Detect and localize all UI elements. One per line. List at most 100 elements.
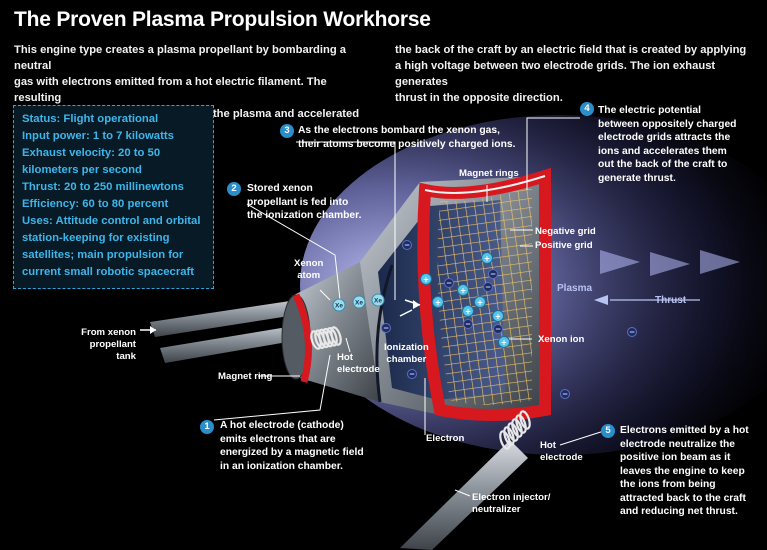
label-xenon-ion: Xenon ion [538,334,585,345]
electron: − [463,319,473,329]
electron-sign: − [490,269,495,279]
label-negative-grid: Negative grid [535,226,596,237]
note-line: between oppositely charged [598,118,737,130]
label-line: neutralizer [472,504,521,515]
ion-sign: + [495,311,500,321]
xenon-ion: + [492,310,504,322]
label-line: Hot [337,352,353,363]
spec-box: Status: Flight operational Input power: … [13,105,214,289]
electron: − [402,240,412,250]
electron-sign: − [465,319,470,329]
thrust-chevrons [594,250,740,305]
label-line: electrode [540,452,583,463]
step-note-4: The electric potential between oppositel… [598,104,736,185]
xenon-ion: + [462,305,474,317]
coil-turn [507,422,519,442]
ion-sign: + [423,274,428,284]
electron-sign: − [485,282,490,292]
thrust-arrowhead [594,295,608,305]
page-title: The Proven Plasma Propulsion Workhorse [14,8,431,31]
coil-turn [515,414,527,434]
electron: − [444,278,454,288]
step-note-1: A hot electrode (cathode) emits electron… [220,419,364,473]
note-line: A hot electrode (cathode) [220,420,344,431]
coil-turn [330,326,342,346]
ion-sign: + [435,297,440,307]
intro-line: thrust in the opposite direction. [395,92,563,104]
spec-uses: Uses: Attitude control and orbital [22,215,201,227]
coil-turn [499,430,511,450]
xenon-ion: + [474,296,486,308]
spec-exhaust-velocity: Exhaust velocity: 20 to 50 [22,147,161,159]
label-hot-electrode: Hot electrode [337,352,380,376]
plasma-chevron [650,252,690,276]
label-ionization-chamber: Ionization chamber [384,342,429,366]
intro-right: the back of the craft by an electric fie… [395,42,755,106]
step-badge-1: 1 [200,420,214,434]
electron: − [493,324,503,334]
electron-sign: − [562,389,567,399]
coil-turn [326,327,338,347]
xenon-atom: Xe [371,293,385,307]
label-plasma: Plasma [557,283,593,294]
label-line: Ionization [384,342,429,353]
neutralizer-coil [499,410,531,450]
xenon-atom: Xe [332,298,346,312]
note-line: The electric potential [598,105,701,116]
note-line: the ions from being [620,479,716,490]
label-line: atom [297,270,321,281]
label-line: Hot [540,440,556,451]
ion-sign: + [484,253,489,263]
ion-sign: + [501,337,506,347]
electron: − [488,269,498,279]
note-line: their atoms become positively charged io… [298,138,516,150]
note-line: energized by a magnetic field [220,447,364,458]
spec-uses-cont: station-keeping for existing [22,232,170,244]
electron: − [483,282,493,292]
electron: − [627,327,637,337]
note-line: in an ionization chamber. [220,460,344,472]
note-line: emits electrons that are [220,433,336,445]
label-thrust: Thrust [655,295,687,306]
note-line: ions and accelerates them [598,145,727,157]
step-note-5: Electrons emitted by a hot electrode neu… [620,424,749,519]
note-line: out the back of the craft to [598,159,728,170]
electron-sign: − [383,323,388,333]
xenon-symbol: Xe [355,300,363,307]
electron: − [381,323,391,333]
step-note-2: Stored xenon propellant is fed into the … [247,182,361,223]
label-line: electrode [337,364,380,375]
label-magnet-ring: Magnet ring [218,371,273,382]
label-line: propellant tank [89,339,136,362]
note-line: Electrons emitted by a hot [620,425,749,436]
label-electron-injector: Electron injector/ neutralizer [472,492,550,516]
note-line: electrode neutralize the [620,438,736,450]
label-xenon-atom: Xenon atom [294,258,323,282]
label-magnet-rings: Magnet rings [459,168,519,179]
intro-line: This engine type creates a plasma propel… [14,44,346,72]
electron-sign: − [629,327,634,337]
ion-sign: + [477,297,482,307]
note-line: attracted back to the craft [620,492,746,504]
coil-turn [503,426,515,446]
step-badge-3: 3 [280,124,294,138]
xenon-ion: + [498,336,510,348]
note-line: leaves the engine to keep [620,465,745,477]
note-line: positive ion beam as it [620,452,731,463]
spec-uses-cont: satellites; main propulsion for [22,249,184,261]
ion-sign: + [465,306,470,316]
intro-line: the back of the craft by an electric fie… [395,44,747,56]
note-line: electrode grids attracts the [598,132,731,143]
spec-exhaust-velocity-cont: kilometers per second [22,164,142,176]
step-note-3: As the electrons bombard the xenon gas, … [298,124,515,151]
step-badge-2: 2 [227,182,241,196]
electron-sign: − [404,240,409,250]
label-line: From xenon [81,327,136,338]
ion-sign: + [460,285,465,295]
label-electron: Electron [426,433,465,444]
intro-line: a high voltage between two electrode gri… [395,60,716,88]
note-line: and reducing net thrust. [620,506,738,517]
xenon-ion: + [432,296,444,308]
